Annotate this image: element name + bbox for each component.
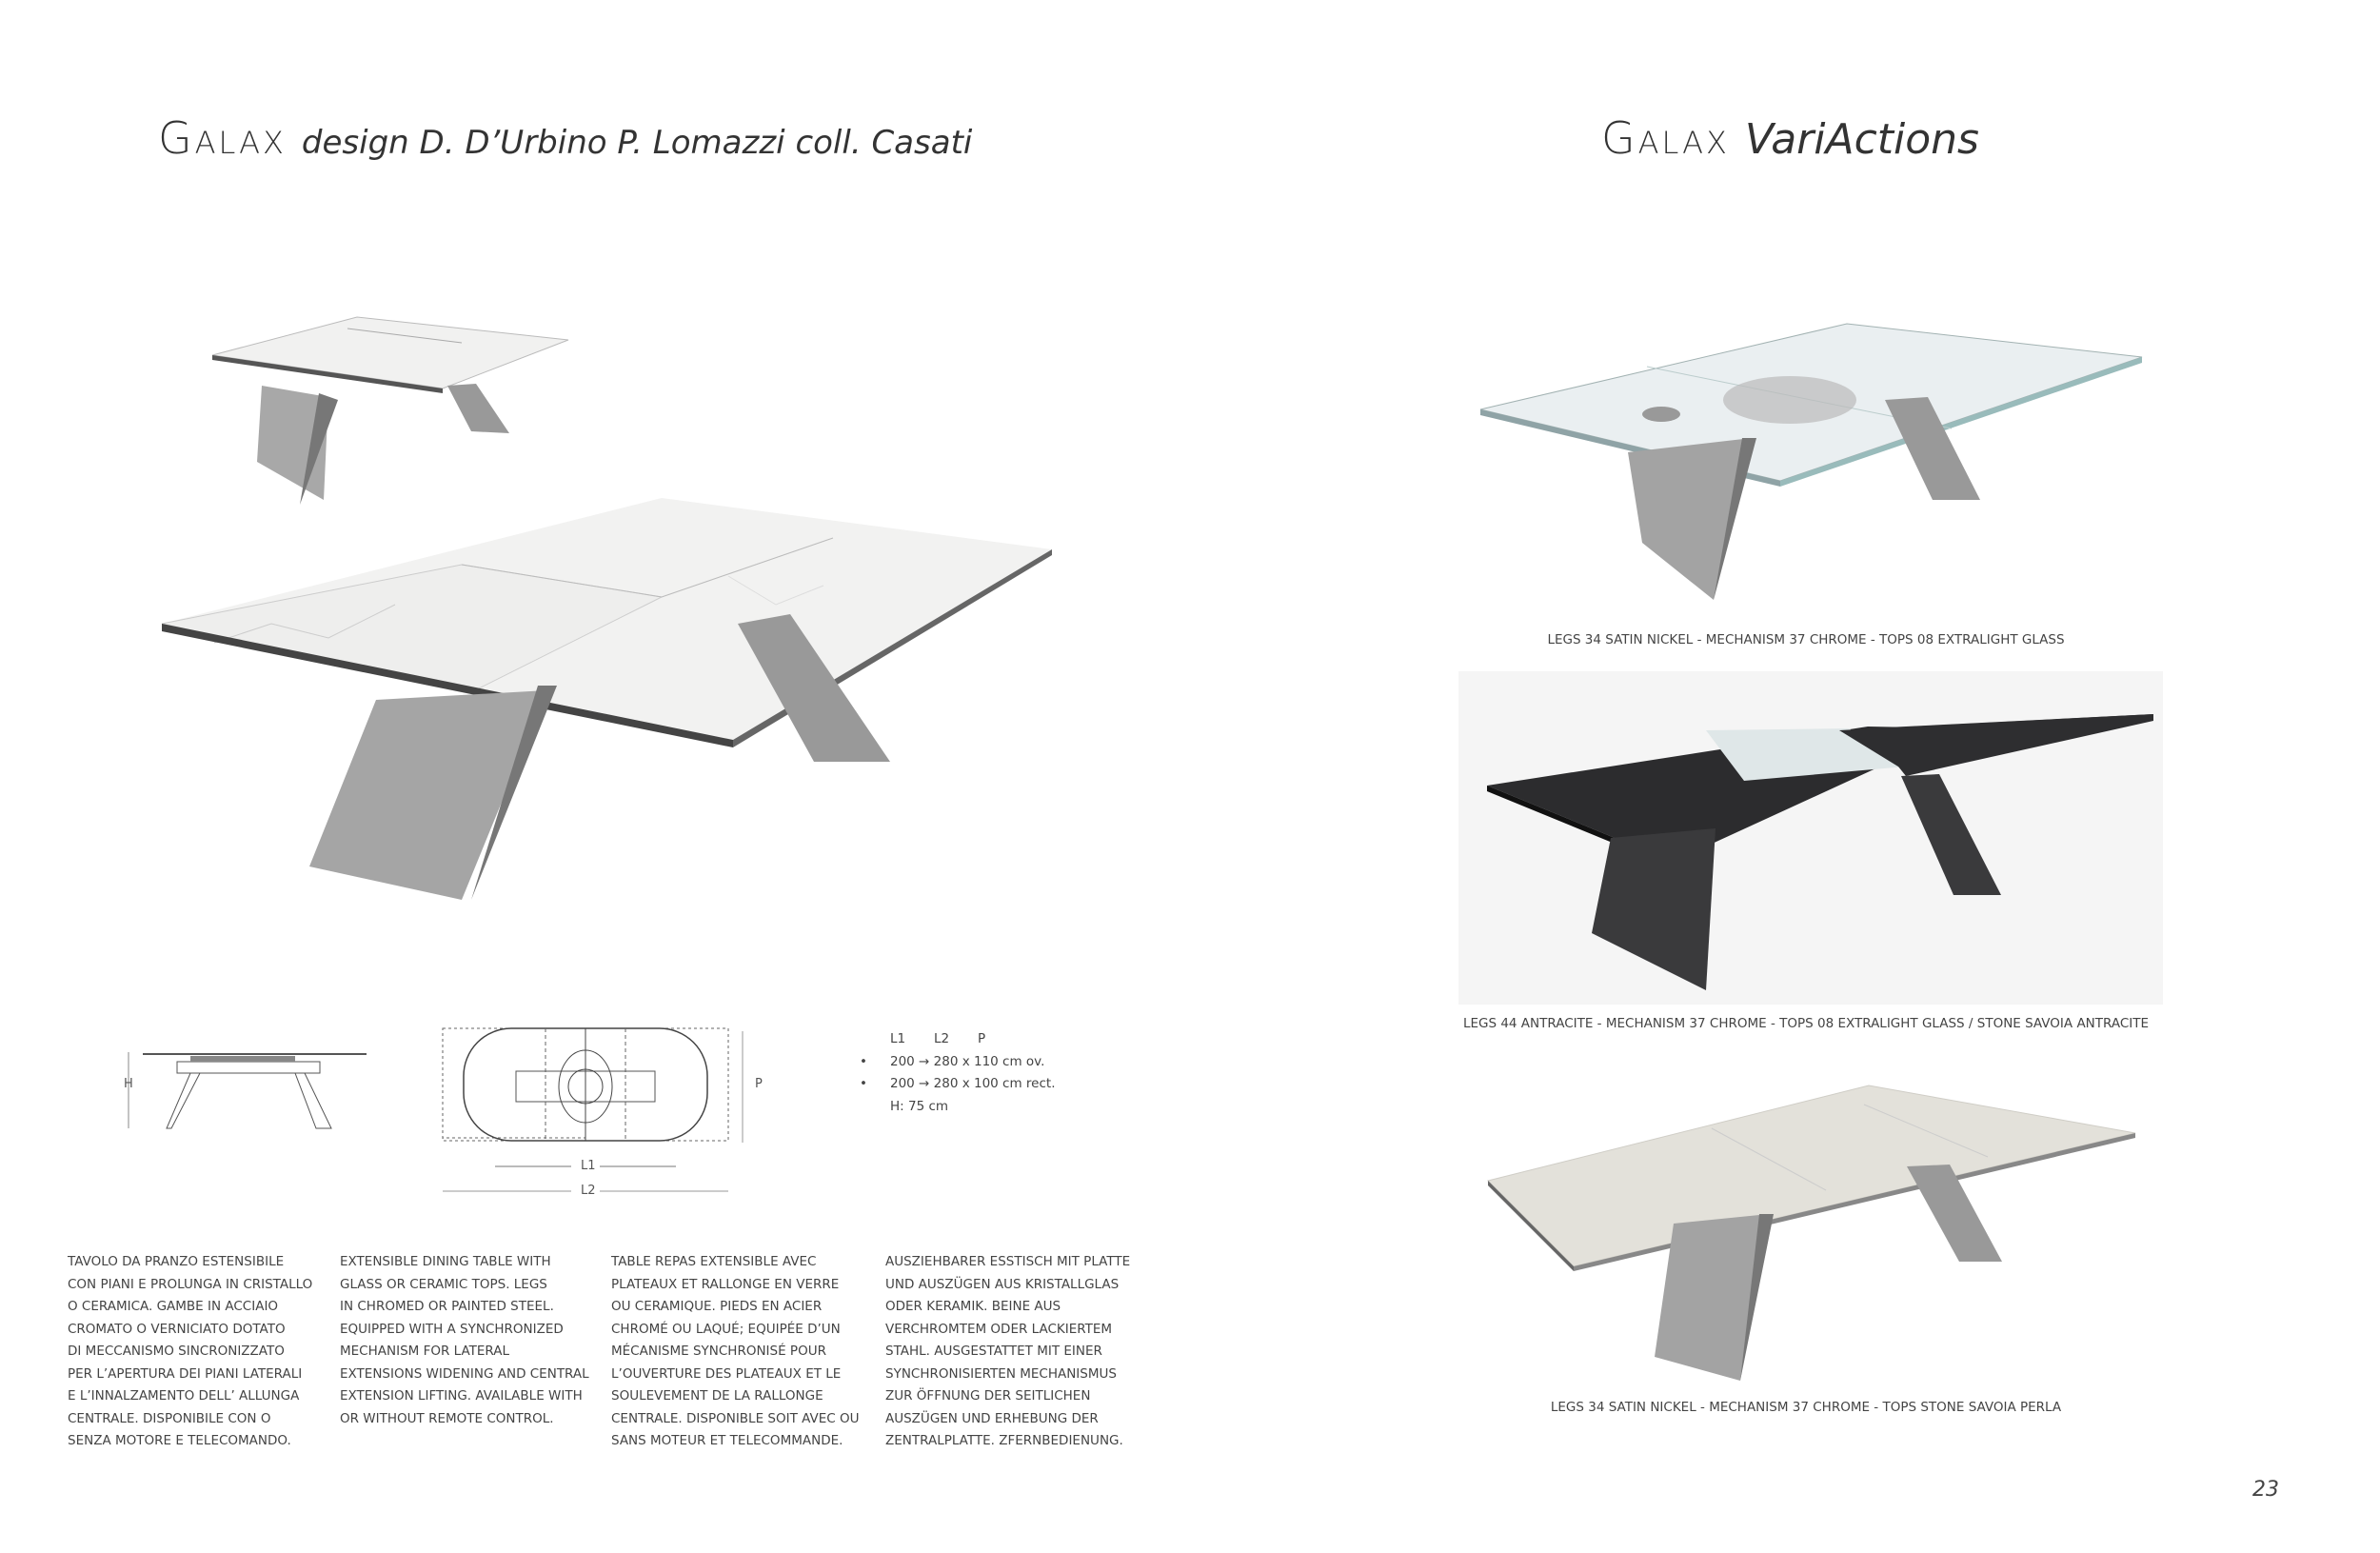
text-line: AUSZÜGEN UND ERHEBUNG DER [885,1410,1099,1426]
depth-label: P [755,1077,763,1091]
variation-photo-glass [1479,323,2143,600]
text-line: CENTRALE. DISPONIBILE CON O [68,1410,271,1426]
text-line: UND AUSZÜGEN AUS KRISTALLGLAS [885,1276,1120,1292]
text-line: MECHANISM FOR LATERAL [340,1344,510,1359]
text-line: CROMATO O VERNICIATO DOTATO [68,1321,286,1337]
text-line: SENZA MOTORE E TELECOMANDO. [68,1433,291,1448]
variation-caption-3: LEGS 34 SATIN NICKEL - MECHANISM 37 CHRO… [1550,1400,2062,1415]
page-number: 23 [2252,1478,2279,1502]
table-photo-closed [211,316,569,505]
text-line: EXTENSIONS WIDENING AND CENTRAL [340,1365,589,1382]
text-line: MÉCANISME SYNCHRONISÉ POUR [611,1344,826,1359]
text-line: ODER KERAMIK. BEINE AUS [885,1299,1061,1314]
text-line: EXTENSION LIFTING. AVAILABLE WITH [340,1388,583,1404]
bullet: • [860,1076,867,1091]
variation-caption-1: LEGS 34 SATIN NICKEL - MECHANISM 37 CHRO… [1547,632,2065,647]
text-line: O CERAMICA. GAMBE IN ACCIAIO [68,1299,279,1314]
left-title: Galax design D. D’Urbino P. Lomazzi coll.… [158,112,972,164]
variation-photo-perla [1487,1085,2136,1381]
height-label: H [124,1077,133,1091]
text-line: EXTENSIBLE DINING TABLE WITH [340,1254,551,1269]
description-fr: TABLE REPAS EXTENSIBLE AVEC PLATEAUX ET R… [611,1251,887,1453]
table-photo-extended [161,498,1052,900]
spec-headers: L1 L2 P [860,1028,1056,1051]
text-line: IN CHROMED OR PAINTED STEEL. [340,1299,554,1314]
spec-height: H: 75 cm [890,1098,949,1114]
text-line: CENTRALE. DISPONIBLE SOIT AVEC OU [611,1410,860,1426]
text-line: CON PIANI E PROLUNGA IN CRISTALLO [68,1276,313,1292]
bullet: • [860,1053,867,1069]
text-line: OR WITHOUT REMOTE CONTROL. [340,1410,554,1426]
designer-credit: design D. D’Urbino P. Lomazzi coll. Casa… [301,124,973,162]
spec-row-oval: • 200 → 280 x 110 cm ov. [860,1051,1056,1074]
text-line: TABLE REPAS EXTENSIBLE AVEC [611,1254,817,1269]
text-line: OU CERAMIQUE. PIEDS EN ACIER [611,1299,823,1314]
spec-header-l1: L1 [890,1031,906,1046]
description-it: TAVOLO DA PRANZO ESTENSIBILE CON PIANI E … [68,1251,344,1453]
side-elevation-drawing [128,1052,367,1129]
text-line: DI MECCANISMO SINCRONIZZATO [68,1344,285,1359]
text-line: STAHL. AUSGESTATTET MIT EINER [885,1344,1102,1359]
variation-photo-antracite [1458,671,2163,1005]
right-title: Galax VariActions [1601,112,1979,164]
text-line: PER L’APERTURA DEI PIANI LATERALI [68,1365,303,1382]
spec-row-rect: • 200 → 280 x 100 cm rect. [860,1073,1056,1096]
dimension-specs: L1 L2 P • 200 → 280 x 110 cm ov. • 200 → 280… [860,1028,1056,1118]
variactions-title: VariActions [1744,115,1979,164]
variation-caption-2: LEGS 44 ANTRACITE - MECHANISM 37 CHROME … [1462,1016,2150,1031]
text-line: SYNCHRONISIERTEN MECHANISMUS [885,1365,1117,1382]
description-en: EXTENSIBLE DINING TABLE WITH GLASS OR CER… [340,1251,616,1430]
text-line: E L’INNALZAMENTO DELL’ ALLUNGA [68,1388,300,1404]
l2-label: L2 [581,1184,596,1198]
product-name: Galax [158,112,287,164]
spec-text: 200 → 280 x 100 cm rect. [890,1076,1056,1091]
text-line: AUSZIEHBARER ESSTISCH MIT PLATTE [885,1254,1131,1269]
text-line: CHROMÉ OU LAQUÉ; EQUIPÉE D’UN [611,1321,841,1337]
product-name-right: Galax [1601,112,1730,164]
text-line: PLATEAUX ET RALLONGE EN VERRE [611,1276,840,1292]
text-line: SANS MOTEUR ET TELECOMMANDE. [611,1433,843,1448]
text-line: EQUIPPED WITH A SYNCHRONIZED [340,1321,564,1337]
text-line: SOULEVEMENT DE LA RALLONGE [611,1388,823,1404]
spec-header-l2: L2 [934,1031,950,1046]
text-line: TAVOLO DA PRANZO ESTENSIBILE [68,1254,285,1269]
text-line: VERCHROMTEM ODER LACKIERTEM [885,1321,1113,1337]
l1-label: L1 [581,1159,596,1173]
text-line: L’OUVERTURE DES PLATEAUX ET LE [611,1365,842,1382]
text-line: GLASS OR CERAMIC TOPS. LEGS [340,1276,547,1292]
spec-text: 200 → 280 x 110 cm ov. [890,1053,1045,1069]
text-line: ZENTRALPLATTE. ZFERNBEDIENUNG. [885,1433,1123,1448]
description-de: AUSZIEHBARER ESSTISCH MIT PLATTE UND AUSZ… [885,1251,1161,1453]
plan-drawing [442,1027,744,1201]
spec-header-p: P [978,1031,986,1046]
text-line: ZUR ÖFFNUNG DER SEITLICHEN [885,1388,1091,1404]
